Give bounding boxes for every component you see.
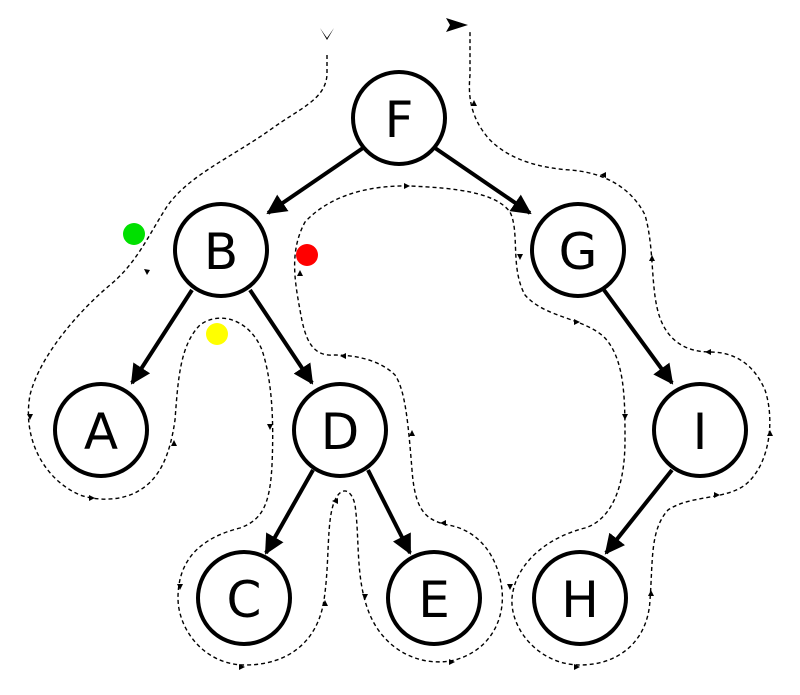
edge-b-d	[248, 288, 314, 385]
tree-node-e: E	[386, 550, 482, 646]
node-label-i: I	[693, 403, 708, 461]
tree-node-c: C	[196, 550, 292, 646]
tree-node-d: D	[292, 382, 388, 478]
traversal-path	[27, 18, 773, 670]
edge-d-e	[366, 469, 412, 555]
tree-edges	[130, 146, 674, 555]
tree-node-a: A	[53, 382, 149, 478]
edge-f-g	[433, 146, 532, 215]
tree-node-f: F	[351, 70, 447, 166]
tree-node-g: G	[530, 202, 626, 298]
node-label-b: B	[204, 223, 238, 281]
node-label-d: D	[321, 403, 360, 461]
tree-node-b: B	[173, 202, 269, 298]
edge-g-i	[602, 288, 674, 385]
node-label-f: F	[385, 91, 414, 149]
tree-node-h: H	[532, 550, 628, 646]
edge-f-b	[266, 146, 365, 215]
edge-b-a	[130, 288, 194, 385]
node-label-g: G	[559, 223, 598, 281]
node-label-a: A	[84, 403, 118, 461]
node-label-e: E	[418, 571, 450, 629]
node-label-c: C	[227, 571, 262, 629]
red-dot	[296, 244, 318, 266]
edge-d-c	[264, 469, 315, 555]
node-label-h: H	[561, 571, 599, 629]
green-dot	[123, 223, 145, 245]
yellow-dot	[206, 323, 228, 345]
tree-node-i: I	[652, 382, 748, 478]
edge-i-h	[604, 468, 674, 555]
